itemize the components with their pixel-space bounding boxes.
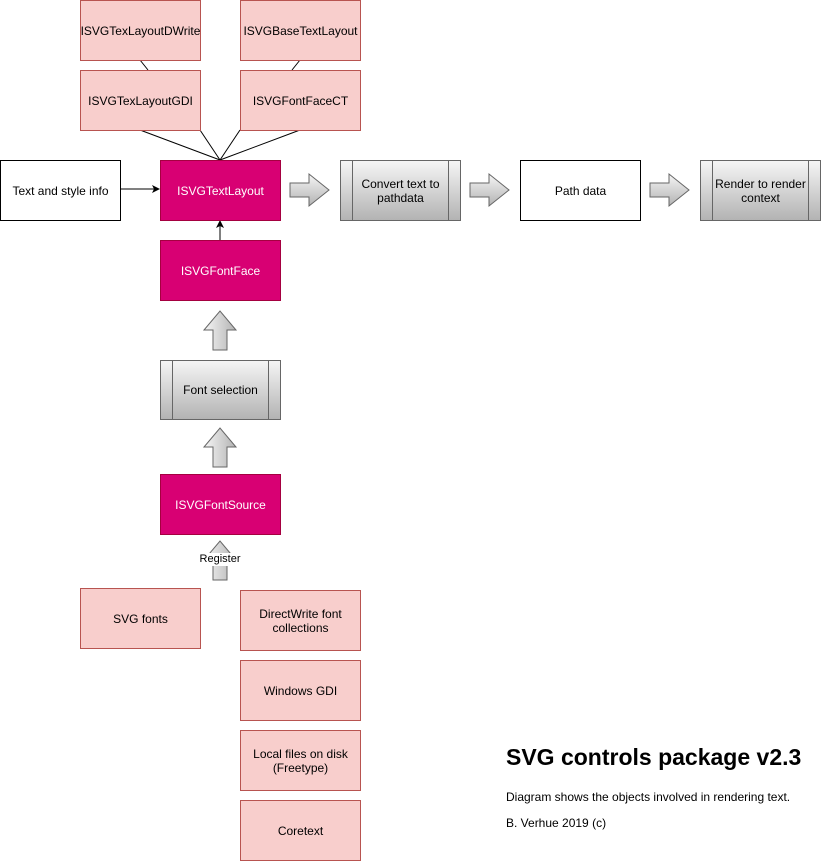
node-isvgfontface: ISVGFontFace [160,240,281,301]
node-isvgfontfacect: ISVGFontFaceCT [240,70,361,131]
connector-dwrite-gdi [139,59,149,71]
block-arrow-up-icon [202,310,238,351]
block-arrow-right-icon [649,172,690,208]
node-path-data: Path data [520,160,641,221]
node-isvgfontsource: ISVGFontSource [160,474,281,535]
node-convert-text-to-pathdata: Convert text to pathdata [340,160,461,221]
connector-gdi-layout-left [139,129,221,161]
caption-credit: B. Verhue 2019 (c) [506,816,607,830]
node-isvgbasetextlayout: ISVGBaseTextLayout [240,0,361,61]
connector-base-ct [291,59,301,71]
caption-title: SVG controls package v2.3 [506,744,802,770]
connector-ct-layout-right [219,129,301,161]
block-arrow-right-icon [289,172,330,208]
node-render-to-render-context: Render to render context [700,160,821,221]
node-windows-gdi: Windows GDI [240,660,361,721]
block-arrow-up-icon [202,427,238,468]
connector-ct-layout-left [219,129,241,161]
arrowhead-icon [216,220,224,228]
connector-gdi-layout-right [199,129,221,161]
node-local-files-freetype: Local files on disk (Freetype) [240,730,361,791]
caption-description: Diagram shows the objects involved in re… [506,790,791,804]
node-svg-fonts: SVG fonts [80,588,201,649]
block-arrow-right-icon [469,172,510,208]
node-isvgtexlayoutgdi: ISVGTexLayoutGDI [80,70,201,131]
node-isvgtexlayoutdwrite: ISVGTexLayoutDWrite [80,0,201,61]
arrowhead-icon [152,185,160,193]
node-directwrite-font-collections: DirectWrite font collections [240,590,361,651]
node-isvgtextlayout: ISVGTextLayout [160,160,281,221]
node-font-selection: Font selection [160,360,281,420]
node-text-and-style-info: Text and style info [0,160,121,221]
node-coretext: Coretext [240,800,361,861]
register-label: Register [196,553,244,566]
